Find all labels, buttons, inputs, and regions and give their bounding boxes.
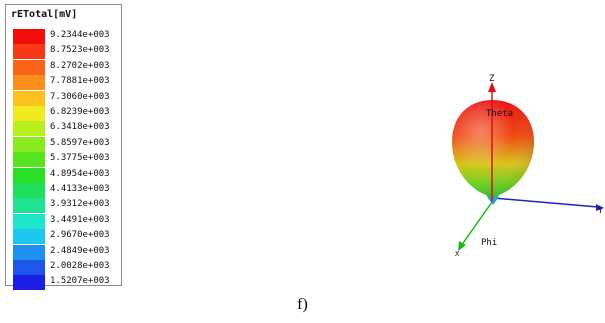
x-axis-line <box>460 201 493 247</box>
legend-swatch <box>13 29 45 44</box>
legend-row: 3.9312e+003 <box>13 198 120 214</box>
legend-swatch <box>13 229 45 245</box>
legend-value: 2.9670e+003 <box>50 230 110 241</box>
legend-value: 8.2702e+003 <box>50 60 110 71</box>
legend-value: 5.3775e+003 <box>50 153 110 164</box>
legend-swatch <box>13 260 45 275</box>
legend-row: 9.2344e+003 <box>13 29 120 44</box>
legend-swatch <box>13 213 45 229</box>
radiation-pattern-scene: Z Theta Phi X Y <box>452 74 604 258</box>
z-axis-label: Z <box>489 74 495 84</box>
theta-label: Theta <box>486 109 513 119</box>
legend-value: 4.8954e+003 <box>50 168 110 179</box>
x-axis-label: X <box>455 250 460 258</box>
legend-value: 1.5207e+003 <box>50 276 110 287</box>
color-legend: rETotal[mV] 9.2344e+003 8.7523e+003 8.2702… <box>5 4 122 291</box>
legend-swatch <box>13 275 45 291</box>
legend-title: rETotal[mV] <box>11 9 78 20</box>
legend-value: 3.9312e+003 <box>50 199 110 210</box>
legend-row: 7.3060e+003 <box>13 90 120 106</box>
legend-value: 2.0028e+003 <box>50 261 110 271</box>
legend-swatch <box>13 121 45 137</box>
legend-value: 7.7881e+003 <box>50 76 110 87</box>
legend-swatch <box>13 244 45 260</box>
legend-swatch <box>13 75 45 91</box>
legend-row: 2.0028e+003 <box>13 260 120 275</box>
legend-row: 8.7523e+003 <box>13 44 120 60</box>
lobe-tip <box>487 197 499 205</box>
legend-row: 8.2702e+003 <box>13 59 120 75</box>
legend-swatch <box>13 44 45 60</box>
legend-row: 4.4133e+003 <box>13 183 120 198</box>
legend-value: 3.4491e+003 <box>50 214 110 225</box>
legend-value: 4.4133e+003 <box>50 184 110 194</box>
legend-row: 5.8597e+003 <box>13 136 120 152</box>
figure-caption: f) <box>297 296 308 313</box>
legend-swatch <box>13 167 45 183</box>
legend-swatch <box>13 152 45 168</box>
legend-row: 6.3418e+003 <box>13 121 120 137</box>
legend-value: 2.4849e+003 <box>50 245 110 256</box>
legend-row: 2.4849e+003 <box>13 244 120 260</box>
legend-swatch <box>13 198 45 214</box>
legend-value: 6.8239e+003 <box>50 107 110 117</box>
legend-swatch <box>13 106 45 121</box>
legend-row: 6.8239e+003 <box>13 106 120 121</box>
legend-value: 7.3060e+003 <box>50 91 110 102</box>
legend-value: 8.7523e+003 <box>50 45 110 56</box>
radiation-lobe <box>452 100 534 205</box>
legend-value: 5.8597e+003 <box>50 137 110 148</box>
y-axis-arrowhead <box>596 204 604 211</box>
legend-row: 4.8954e+003 <box>13 167 120 183</box>
legend-value: 9.2344e+003 <box>50 30 110 40</box>
legend-row: 2.9670e+003 <box>13 229 120 245</box>
legend-row: 5.3775e+003 <box>13 152 120 168</box>
x-axis-arrowhead <box>458 241 466 251</box>
legend-row: 3.4491e+003 <box>13 213 120 229</box>
z-axis-arrowhead <box>488 82 496 92</box>
y-axis-label: Y <box>598 206 603 215</box>
legend-value: 6.3418e+003 <box>50 122 110 133</box>
legend-swatch <box>13 183 45 198</box>
legend-swatch <box>13 136 45 152</box>
legend-row: 7.7881e+003 <box>13 75 120 91</box>
legend-swatch <box>13 59 45 75</box>
legend-swatch <box>13 90 45 106</box>
phi-label: Phi <box>481 238 497 248</box>
y-axis-line <box>492 197 599 208</box>
legend-row: 1.5207e+003 <box>13 275 120 291</box>
